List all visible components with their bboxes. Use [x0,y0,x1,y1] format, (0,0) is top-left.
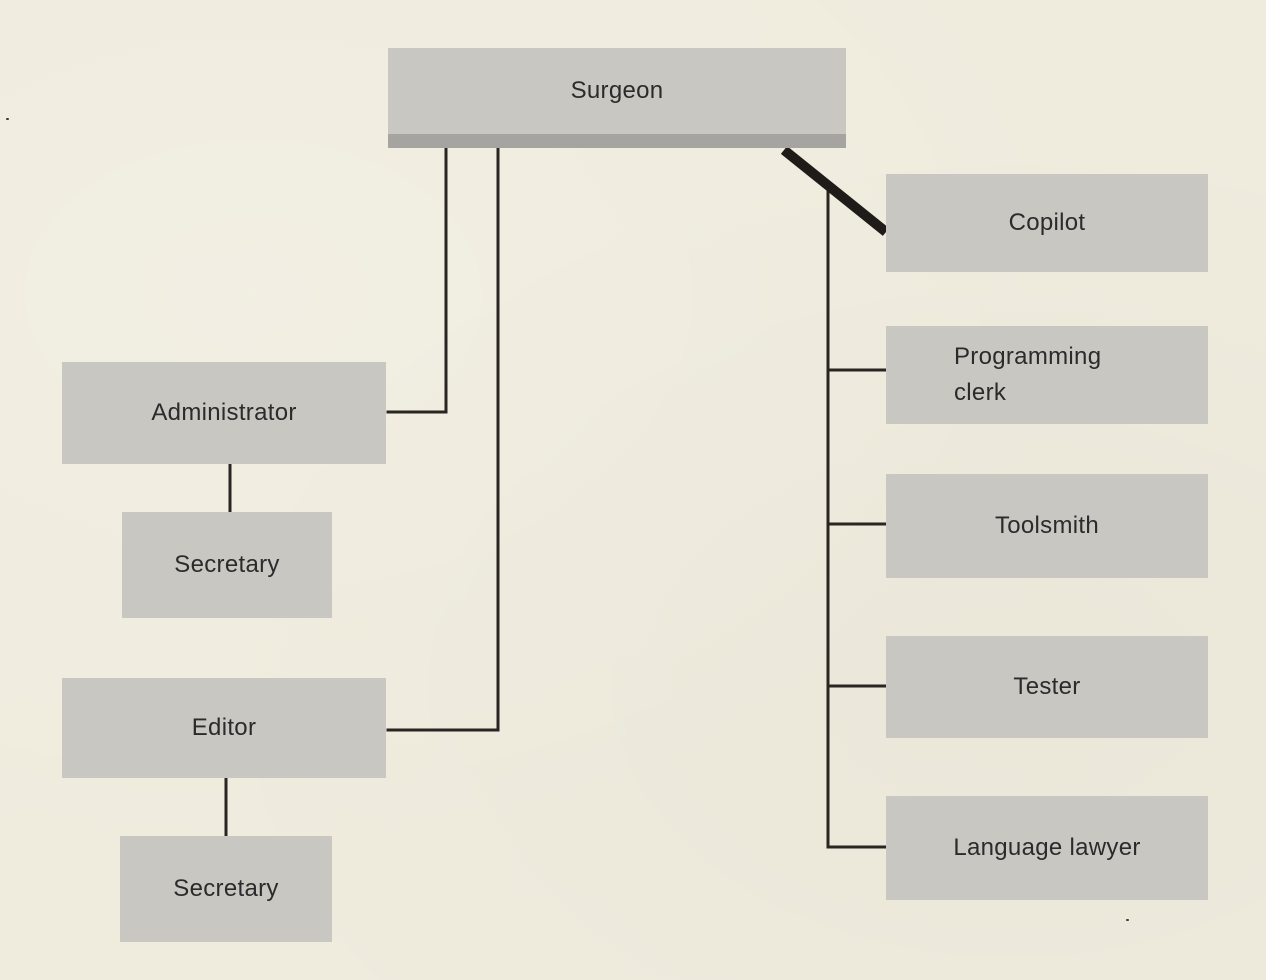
language-lawyer-label: Language lawyer [953,834,1141,861]
editor-secretary-box: Secretary [120,836,332,942]
toolsmith-label: Toolsmith [994,512,1100,539]
surgeon-label: Surgeon [570,77,664,104]
administrator-secretary-box: Secretary [122,512,332,618]
programming-clerk-label: Programming clerk [954,339,1101,411]
copilot-box: Copilot [886,174,1208,272]
administrator-label: Administrator [151,399,297,426]
surgeon-to-administrator-line [386,146,448,414]
programming-clerk-box: Programming clerk [886,326,1208,424]
surgeon-to-copilot-line [780,146,890,236]
tester-label: Tester [1013,673,1081,700]
surgeon-box-shadow [388,132,846,148]
administrator-box: Administrator [62,362,386,464]
copilot-label: Copilot [1008,209,1086,236]
tester-box: Tester [886,636,1208,738]
programming-clerk-label-line2: clerk [954,379,1007,406]
language-lawyer-box: Language lawyer [886,796,1208,900]
editor-secretary-label: Secretary [173,875,279,902]
toolsmith-box: Toolsmith [886,474,1208,578]
editor-box: Editor [62,678,386,778]
stray-mark [1126,919,1129,921]
administrator-secretary-label: Secretary [174,551,280,578]
stray-mark [6,118,9,120]
editor-label: Editor [191,714,257,741]
surgeon-box: Surgeon [388,48,846,134]
programming-clerk-label-line1: Programming [954,343,1102,370]
surgeon-to-editor-line [386,146,500,732]
